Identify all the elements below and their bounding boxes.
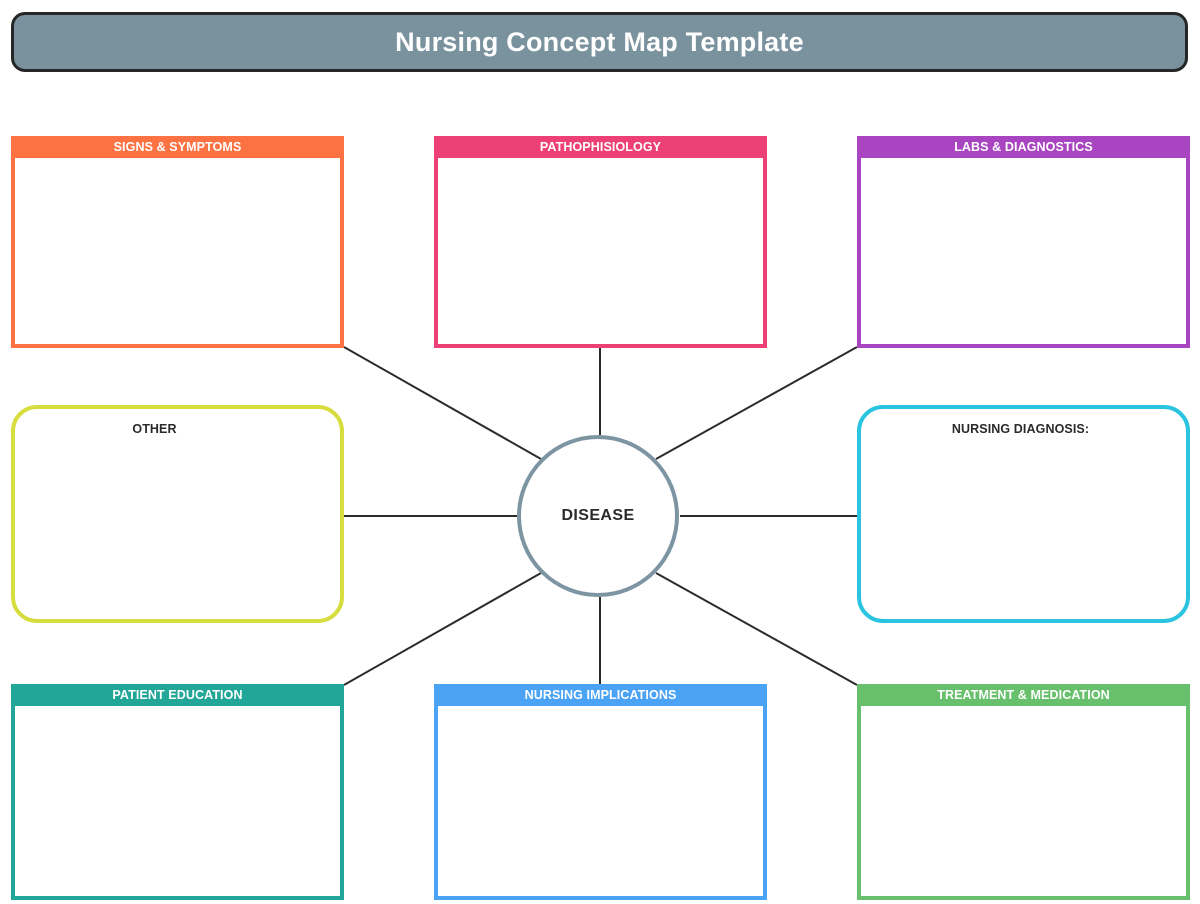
connector-signs-symptoms-to-center: [343, 346, 542, 460]
page-title: Nursing Concept Map Template: [395, 26, 804, 57]
node-nursing-diagnosis[interactable]: NURSING DIAGNOSIS:: [857, 405, 1190, 623]
node-labs-diagnostics[interactable]: LABS & DIAGNOSTICS: [857, 136, 1190, 348]
node-patient-education[interactable]: PATIENT EDUCATION: [11, 684, 344, 900]
node-header-pathophisiology: PATHOPHISIOLOGY: [434, 136, 767, 158]
node-header-treatment-medication: TREATMENT & MEDICATION: [857, 684, 1190, 706]
node-content-area-signs-symptoms[interactable]: [15, 158, 340, 344]
node-header-patient-education: PATIENT EDUCATION: [11, 684, 344, 706]
node-header-nursing-implications: NURSING IMPLICATIONS: [434, 684, 767, 706]
node-label-nursing-diagnosis: NURSING DIAGNOSIS:: [951, 422, 1090, 436]
node-nursing-implications[interactable]: NURSING IMPLICATIONS: [434, 684, 767, 900]
connector-treatment-medication-to-center: [655, 572, 858, 686]
node-content-area-pathophisiology[interactable]: [438, 158, 763, 344]
node-treatment-medication[interactable]: TREATMENT & MEDICATION: [857, 684, 1190, 900]
node-label-nursing-implications: NURSING IMPLICATIONS: [524, 688, 677, 702]
connector-patient-education-to-center: [343, 572, 542, 686]
node-content-area-labs-diagnostics[interactable]: [861, 158, 1186, 344]
node-label-signs-symptoms: SIGNS & SYMPTOMS: [113, 140, 242, 154]
node-pathophisiology[interactable]: PATHOPHISIOLOGY: [434, 136, 767, 348]
page-title-banner: Nursing Concept Map Template: [11, 12, 1188, 72]
node-content-area-treatment-medication[interactable]: [861, 706, 1186, 896]
node-other[interactable]: OTHER: [11, 405, 344, 623]
node-header-signs-symptoms: SIGNS & SYMPTOMS: [11, 136, 344, 158]
node-label-other: OTHER: [132, 422, 177, 436]
node-signs-symptoms[interactable]: SIGNS & SYMPTOMS: [11, 136, 344, 348]
connector-labs-diagnostics-to-center: [655, 346, 858, 460]
node-label-labs-diagnostics: LABS & DIAGNOSTICS: [954, 140, 1093, 154]
node-label-pathophisiology: PATHOPHISIOLOGY: [539, 140, 662, 154]
node-label-patient-education: PATIENT EDUCATION: [112, 688, 243, 702]
node-content-area-patient-education[interactable]: [15, 706, 340, 896]
node-header-labs-diagnostics: LABS & DIAGNOSTICS: [857, 136, 1190, 158]
node-content-area-nursing-implications[interactable]: [438, 706, 763, 896]
center-node-disease[interactable]: DISEASE: [517, 435, 679, 597]
node-label-treatment-medication: TREATMENT & MEDICATION: [937, 688, 1110, 702]
center-node-label: DISEASE: [561, 507, 635, 524]
